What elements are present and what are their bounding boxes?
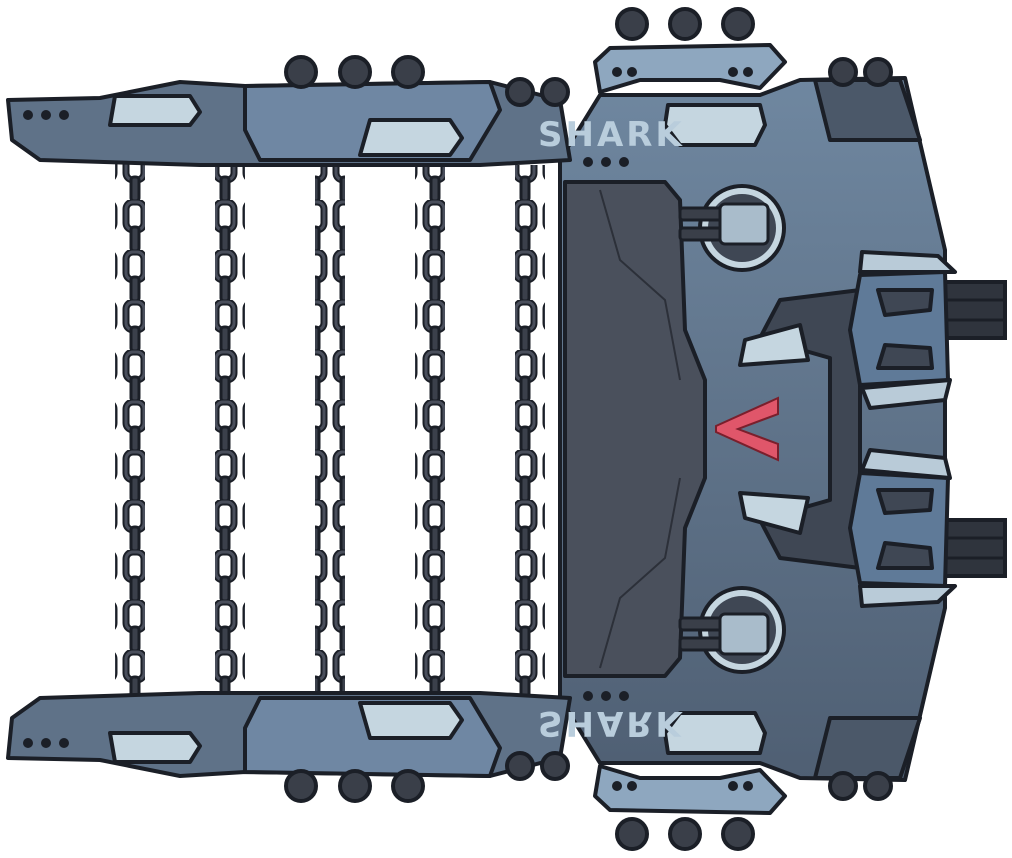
rivet	[59, 110, 69, 120]
vent-panel	[663, 711, 767, 755]
chain	[415, 165, 445, 695]
vehicle-name-label-mirrored: SHARK	[538, 703, 685, 743]
wheel	[540, 77, 570, 107]
turret-barrel	[678, 226, 727, 242]
rivet	[601, 691, 611, 701]
vent-panel	[358, 701, 464, 740]
bottom-plate	[593, 764, 787, 815]
wheel	[721, 817, 755, 851]
rivet	[612, 67, 622, 77]
wheel	[338, 769, 372, 803]
wheel	[540, 751, 570, 781]
wheel	[828, 771, 858, 801]
chain	[315, 160, 345, 700]
rivet	[619, 691, 629, 701]
wheel	[668, 817, 702, 851]
vent-panel	[663, 103, 767, 147]
top-plate	[593, 43, 787, 94]
rivet	[627, 67, 637, 77]
rivet	[41, 110, 51, 120]
cannon-pod	[738, 448, 1007, 608]
rivet	[728, 781, 738, 791]
rivet	[23, 738, 33, 748]
top-half: SHARK	[6, 7, 1007, 410]
vent-panel	[108, 94, 202, 127]
rear-block	[813, 78, 922, 142]
rivet	[612, 781, 622, 791]
vent-panel	[358, 118, 464, 157]
rivet	[583, 691, 593, 701]
rear-block	[813, 716, 922, 780]
turret	[678, 184, 786, 272]
chain	[115, 150, 145, 710]
wheel	[863, 771, 893, 801]
chain	[515, 165, 545, 695]
bay-seam	[599, 189, 681, 381]
vent-panel	[738, 323, 810, 367]
wheel	[615, 817, 649, 851]
wheel	[391, 769, 425, 803]
rivet	[743, 781, 753, 791]
cannon-pod	[738, 250, 1007, 410]
wheel	[284, 55, 318, 89]
vent-panel	[108, 731, 202, 764]
rivet	[627, 781, 637, 791]
wheel	[863, 57, 893, 87]
turret-barrel	[678, 616, 727, 632]
wheel	[505, 751, 535, 781]
vent-panel	[738, 491, 810, 535]
turret	[678, 586, 786, 674]
vehicle-name-label: SHARK	[538, 115, 685, 155]
chevron-left-icon	[715, 396, 779, 462]
wheels	[284, 7, 893, 107]
wheel	[338, 55, 372, 89]
wheel	[615, 7, 649, 41]
wheel	[668, 7, 702, 41]
rivet	[743, 67, 753, 77]
cargo-bay	[563, 180, 707, 678]
rivet	[728, 67, 738, 77]
chain	[215, 160, 245, 700]
turret-barrel	[678, 636, 727, 652]
rivet	[619, 157, 629, 167]
wheel	[721, 7, 755, 41]
rivet	[59, 738, 69, 748]
wheel	[284, 769, 318, 803]
bay-seam	[599, 477, 681, 669]
rivet	[41, 738, 51, 748]
chains	[115, 150, 545, 710]
rivet	[601, 157, 611, 167]
wheel	[828, 57, 858, 87]
wheel	[391, 55, 425, 89]
wheels	[284, 751, 893, 851]
turret-barrel	[678, 206, 727, 222]
rivet	[23, 110, 33, 120]
bottom-half: SHARK	[6, 448, 1007, 851]
wheel	[505, 77, 535, 107]
rivet	[583, 157, 593, 167]
